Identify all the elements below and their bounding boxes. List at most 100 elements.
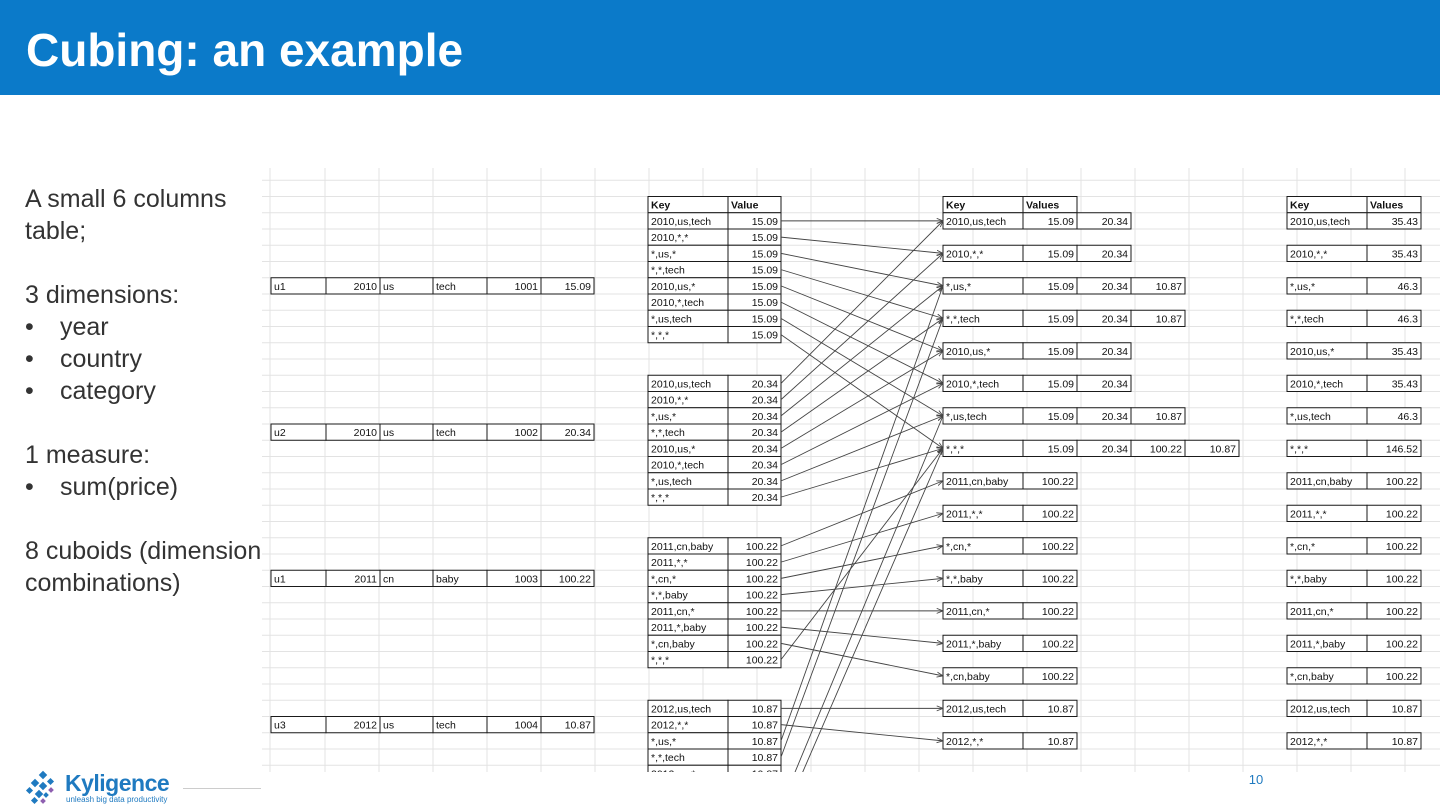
reduce-value-cell-box: [1366, 439, 1422, 457]
reduce-value-cell: 100.22: [1386, 573, 1418, 585]
reduce-key-cell: *,*,tech: [1290, 313, 1324, 325]
shuffle-arrow: [780, 253, 943, 400]
reduce-value-cell: 10.87: [1392, 703, 1418, 715]
map-value-cell: 100.22: [746, 655, 778, 667]
bullet-dot-icon: •: [25, 345, 34, 373]
shuffle-value-cell: 15.09: [1048, 378, 1074, 390]
map-value-cell: 20.34: [752, 395, 778, 407]
shuffle-value-cell: 100.22: [1042, 606, 1074, 618]
reduce-value-cell-box: [1366, 537, 1422, 555]
reduce-value-cell: 35.43: [1392, 248, 1418, 260]
map-value-cell: 15.09: [752, 232, 778, 244]
shuffle-value-cell: 20.34: [1102, 216, 1128, 228]
map-key-cell: *,us,*: [651, 411, 676, 423]
map-value-cell: 20.34: [752, 443, 778, 455]
reduce-value-cell-box: [1366, 407, 1422, 425]
shuffle-arrow: [780, 546, 943, 579]
shuffle-value-cell: 10.87: [1156, 281, 1182, 293]
map-value-cell: 20.34: [752, 460, 778, 472]
shuffle-value-cell-box: [1184, 439, 1240, 457]
map-key-cell: *,us,*: [651, 736, 676, 748]
reduce-key-cell: 2012,us,tech: [1290, 703, 1350, 715]
shuffle-key-cell: 2011,cn,*: [946, 606, 990, 618]
map-key-cell-box: [647, 764, 729, 772]
source-cell: 1001: [515, 281, 539, 293]
reduce-value-cell: 46.3: [1398, 281, 1419, 293]
map-key-cell: *,*,*: [651, 492, 669, 504]
map-value-cell: 10.87: [752, 768, 778, 772]
reduce-value-cell: 100.22: [1386, 508, 1418, 520]
shuffle-arrow: [780, 301, 943, 383]
source-cell-box: [540, 569, 595, 587]
shuffle-arrow: [780, 317, 943, 416]
shuffle-value-cell-box: [1022, 699, 1078, 717]
shuffle-arrow: [794, 416, 943, 772]
shuffle-value-cell-box: [1076, 342, 1132, 360]
map-key-cell: 2010,*,*: [651, 395, 688, 407]
reduce-value-cell: 100.22: [1386, 476, 1418, 488]
bullet-item: •category: [25, 375, 265, 407]
shuffle-value-cell-box: [1022, 602, 1078, 620]
source-cell: tech: [436, 281, 456, 293]
map-key-cell: 2010,*,tech: [651, 460, 704, 472]
map-value-cell: 100.22: [746, 573, 778, 585]
bullet-spacer: [25, 407, 265, 439]
map-value-cell: 10.87: [752, 736, 778, 748]
reduce-key-cell: *,us,*: [1290, 281, 1315, 293]
reduce-key-header: Key: [1290, 200, 1309, 212]
shuffle-arrow: [780, 383, 943, 466]
source-cell: 1004: [515, 720, 539, 732]
shuffle-key-cell: 2011,*,*: [946, 508, 983, 520]
footer-divider: [183, 788, 261, 789]
map-value-cell: 100.22: [746, 590, 778, 602]
bullet-text: category: [60, 377, 156, 405]
source-cell: u3: [274, 720, 286, 732]
shuffle-values-header: Values: [1026, 200, 1059, 212]
shuffle-value-cell: 100.22: [1042, 508, 1074, 520]
page-number: 10: [1248, 772, 1264, 787]
map-value-cell: 10.87: [752, 720, 778, 732]
reduce-key-cell: 2010,us,tech: [1290, 216, 1350, 228]
reduce-key-cell: *,cn,*: [1290, 541, 1315, 553]
source-cell-box: [540, 277, 595, 295]
shuffle-value-cell: 20.34: [1102, 248, 1128, 260]
map-key-cell: 2010,us,*: [651, 281, 695, 293]
shuffle-key-cell: *,cn,baby: [946, 671, 991, 683]
title-bar: [0, 0, 1440, 95]
shuffle-key-cell: 2012,us,tech: [946, 703, 1006, 715]
shuffle-arrow: [780, 448, 943, 660]
source-cell: 1002: [515, 427, 539, 439]
shuffle-arrow: [780, 724, 943, 741]
source-cell-box: [540, 716, 595, 734]
shuffle-value-cell-box: [1022, 504, 1078, 522]
map-value-cell: 15.09: [752, 297, 778, 309]
shuffle-value-cell-box: [1022, 472, 1078, 490]
shuffle-key-cell: 2010,us,tech: [946, 216, 1006, 228]
reduce-value-cell-box: [1366, 504, 1422, 522]
reduce-value-cell-box: [1366, 699, 1422, 717]
map-key-cell: 2012,us,tech: [651, 703, 711, 715]
bullet-dot-icon: •: [25, 313, 34, 341]
shuffle-value-cell: 100.22: [1042, 671, 1074, 683]
source-cell: tech: [436, 427, 456, 439]
source-cell: tech: [436, 720, 456, 732]
shuffle-key-cell: *,us,*: [946, 281, 971, 293]
map-value-cell: 15.09: [752, 216, 778, 228]
reduce-value-cell: 46.3: [1398, 313, 1419, 325]
bullet-item: •year: [25, 311, 265, 343]
reduce-key-cell: 2011,*,baby: [1290, 638, 1346, 650]
source-cell: 10.87: [565, 720, 591, 732]
shuffle-value-cell: 15.09: [1048, 281, 1074, 293]
shuffle-value-cell-box: [1022, 667, 1078, 685]
reduce-value-cell-box: [1366, 634, 1422, 652]
shuffle-value-cell: 15.09: [1048, 346, 1074, 358]
shuffle-value-cell: 100.22: [1042, 476, 1074, 488]
slide-title: Cubing: an example: [26, 24, 464, 76]
reduce-value-cell: 35.43: [1392, 216, 1418, 228]
reduce-key-cell: *,us,tech: [1290, 411, 1331, 423]
reduce-value-cell-box: [1366, 569, 1422, 587]
reduce-value-cell-box: [1366, 472, 1422, 490]
diamond-cluster-logo-icon: [25, 770, 55, 805]
shuffle-value-cell: 10.87: [1156, 313, 1182, 325]
